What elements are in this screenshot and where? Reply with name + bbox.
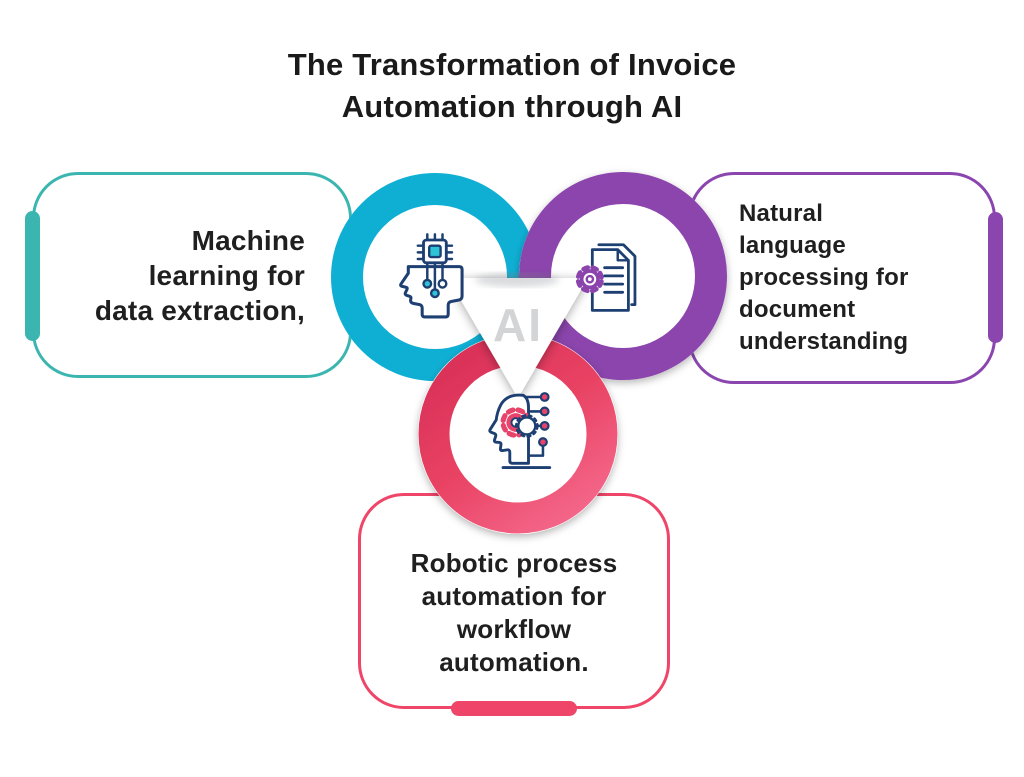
text-line: automation. (439, 647, 589, 677)
machine-learning-accent-bar (25, 211, 40, 341)
machine-learning-label: Machine learning for data extraction, (95, 223, 349, 328)
document-gear-icon (575, 243, 637, 312)
text-line: learning for (148, 259, 305, 291)
ai-label: AI (493, 299, 543, 351)
nlp-box: Natural language processing for document… (688, 172, 1003, 384)
machine-learning-box: Machine learning for data extraction, (25, 172, 352, 378)
title-line: Automation through AI (341, 89, 683, 124)
head-gear-icon (488, 392, 552, 469)
page-title: The Transformation of Invoice Automation… (0, 44, 1024, 128)
nlp-label: Natural language processing for document… (691, 198, 909, 358)
text-line: document (739, 296, 856, 323)
text-line: Robotic process (410, 548, 618, 578)
text-line: understanding (739, 328, 909, 355)
text-line: Machine (191, 224, 305, 256)
text-line: data extraction, (94, 294, 305, 326)
text-line: processing for (739, 264, 909, 291)
head-chip-icon (399, 233, 464, 319)
text-line: language (739, 232, 846, 259)
rpa-label: Robotic process automation for workflow … (411, 547, 618, 679)
rpa-accent-bar (451, 701, 577, 716)
text-line: automation for (421, 581, 607, 611)
title-line: The Transformation of Invoice (287, 47, 737, 82)
center-wedge: AI (448, 273, 588, 398)
text-line: workflow (456, 614, 572, 644)
nlp-accent-bar (988, 212, 1003, 343)
text-line: Natural (739, 200, 824, 227)
